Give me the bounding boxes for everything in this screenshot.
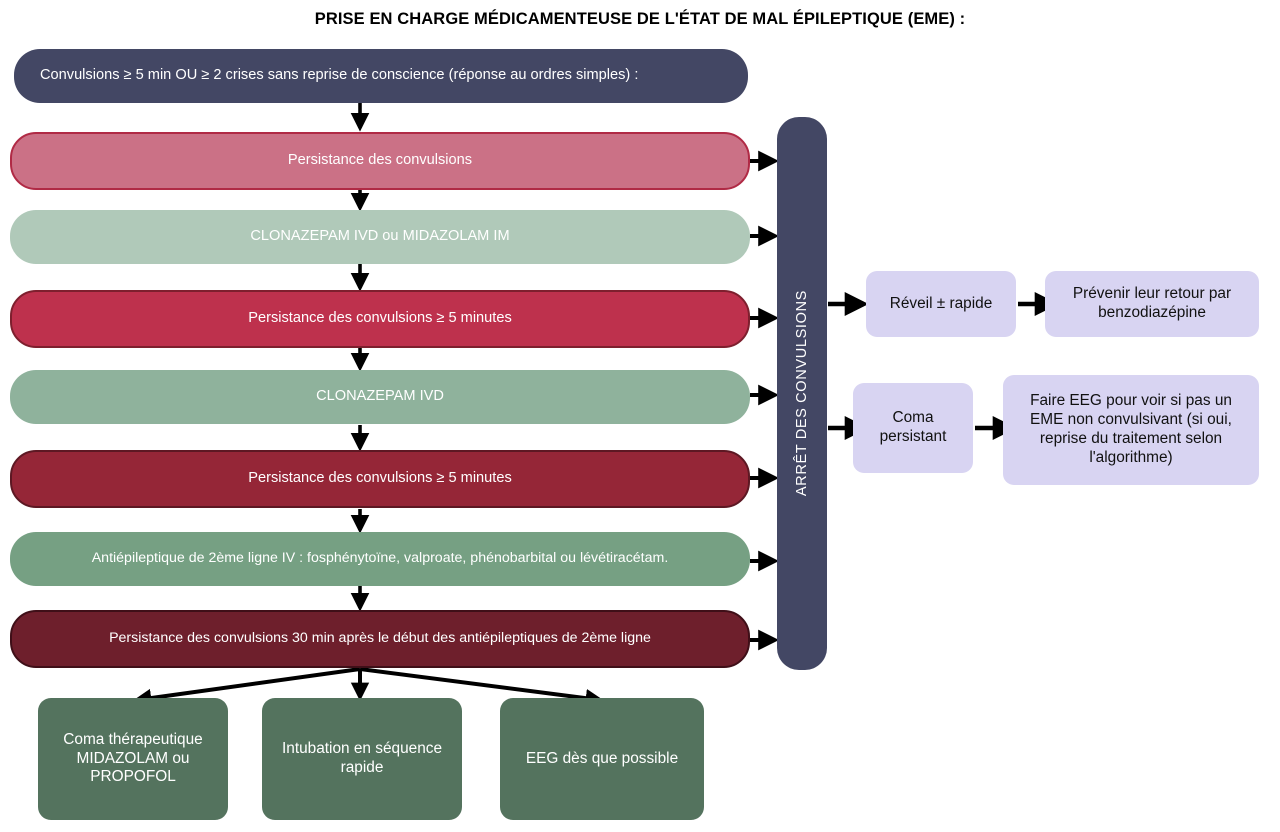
node-action-benzodiazepine-label: Prévenir leur retour par benzodiazépine [1072,285,1232,321]
arrow-fork-left [133,667,361,708]
node-action-eeg-non-convulsivant[interactable]: Faire EEG pour voir si pas un EME non co… [1003,375,1259,485]
node-refractory-eeg[interactable]: EEG dès que possible [500,698,704,820]
node-outcome-coma-label: Coma persistant [879,409,947,445]
node-step-5[interactable]: Persistance des convulsions ≥ 5 minutes [10,450,750,508]
node-step-6-label: Antiépileptique de 2ème ligne IV : fosph… [91,550,669,567]
node-step-5-label: Persistance des convulsions ≥ 5 minutes [248,470,512,487]
node-refractory-intubation-label: Intubation en séquence rapide [281,740,443,776]
node-action-benzodiazepine[interactable]: Prévenir leur retour par benzodiazépine [1045,271,1259,337]
node-step-4-label: CLONAZEPAM IVD [316,388,444,405]
node-step-7[interactable]: Persistance des convulsions 30 min après… [10,610,750,668]
arrow-fork-right [359,667,604,708]
node-step-2-label: CLONAZEPAM IVD ou MIDAZOLAM IM [250,228,510,245]
node-intake[interactable]: Convulsions ≥ 5 min OU ≥ 2 crises sans r… [14,49,748,103]
node-step-3[interactable]: Persistance des convulsions ≥ 5 minutes [10,290,750,348]
node-outcome-reveil-label: Réveil ± rapide [889,294,993,312]
node-step-1[interactable]: Persistance des convulsions [10,132,750,190]
node-refractory-intubation[interactable]: Intubation en séquence rapide [262,698,462,820]
node-step-3-label: Persistance des convulsions ≥ 5 minutes [248,310,512,327]
node-intake-label: Convulsions ≥ 5 min OU ≥ 2 crises sans r… [40,67,639,84]
node-outcome-coma[interactable]: Coma persistant [853,383,973,473]
node-refractory-coma-therapeutique-label: Coma thérapeutique MIDAZOLAM ou PROPOFOL [63,730,203,786]
node-outcome-reveil[interactable]: Réveil ± rapide [866,271,1016,337]
page-title: PRISE EN CHARGE MÉDICAMENTEUSE DE L'ÉTAT… [314,10,966,28]
node-step-6[interactable]: Antiépileptique de 2ème ligne IV : fosph… [10,532,750,586]
node-step-2[interactable]: CLONAZEPAM IVD ou MIDAZOLAM IM [10,210,750,264]
node-refractory-eeg-label: EEG dès que possible [525,749,679,767]
node-step-1-label: Persistance des convulsions [287,152,473,169]
node-arret-des-convulsions[interactable]: ARRÊT DES CONVULSIONS [777,117,827,670]
node-refractory-coma-therapeutique[interactable]: Coma thérapeutique MIDAZOLAM ou PROPOFOL [38,698,228,820]
node-step-4[interactable]: CLONAZEPAM IVD [10,370,750,424]
node-action-eeg-non-convulsivant-label: Faire EEG pour voir si pas un EME non co… [1030,392,1232,466]
node-arret-des-convulsions-label: ARRÊT DES CONVULSIONS [794,290,810,497]
node-step-7-label: Persistance des convulsions 30 min après… [109,630,651,647]
